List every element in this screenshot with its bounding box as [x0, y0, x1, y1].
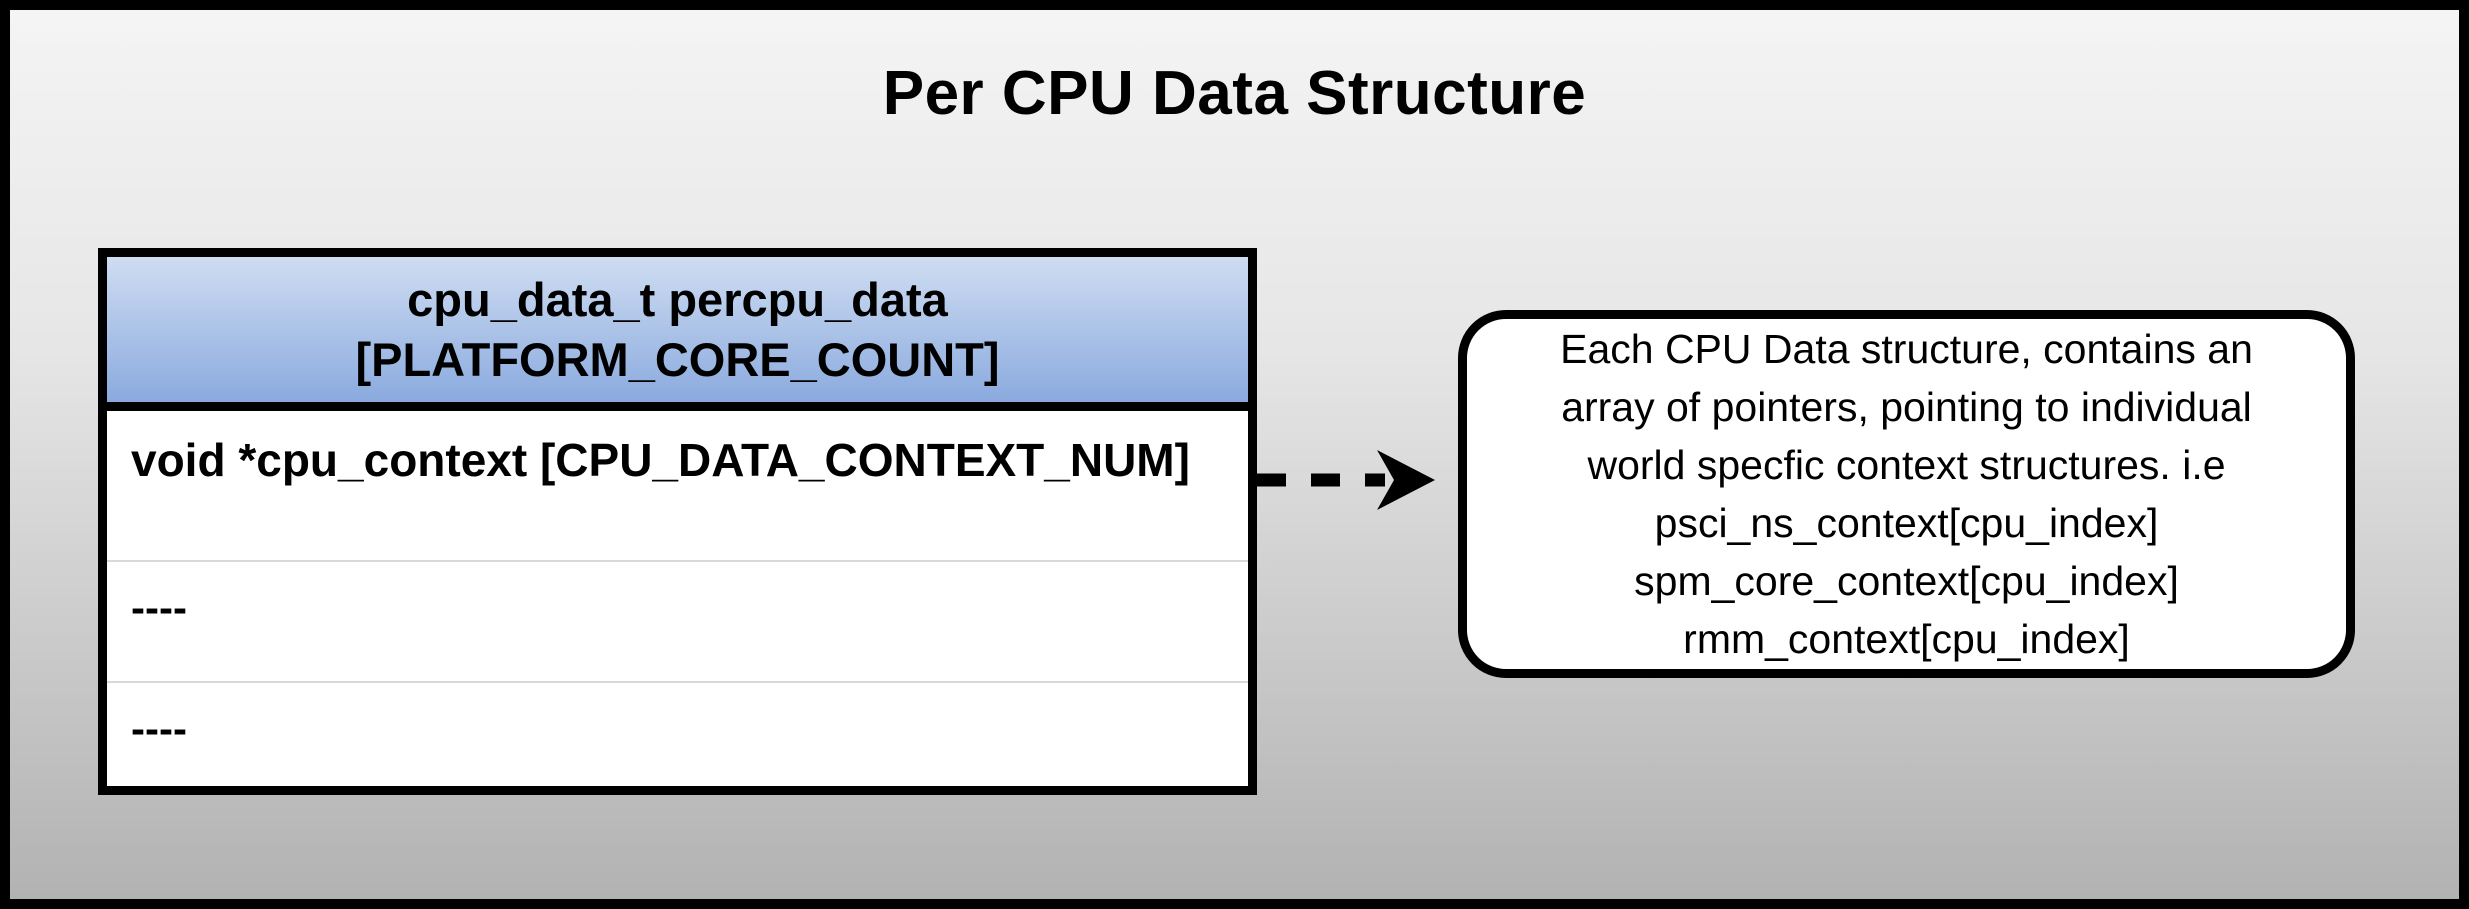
table-row: ----	[107, 683, 1248, 786]
annotation-callout: Each CPU Data structure, contains an arr…	[1458, 310, 2355, 678]
table-row: void *cpu_context [CPU_DATA_CONTEXT_NUM]	[107, 411, 1248, 562]
struct-header-line2: [PLATFORM_CORE_COUNT]	[355, 332, 1000, 386]
callout-line: world specfic context structures. i.e	[1587, 442, 2226, 488]
callout-line: array of pointers, pointing to individua…	[1561, 384, 2252, 430]
callout-line: Each CPU Data structure, contains an	[1560, 326, 2253, 372]
callout-line: rmm_context[cpu_index]	[1683, 616, 2130, 662]
struct-header-line1: cpu_data_t percpu_data	[407, 272, 948, 326]
struct-table-header: cpu_data_t percpu_data [PLATFORM_CORE_CO…	[107, 257, 1248, 411]
page-title: Per CPU Data Structure	[882, 59, 1587, 128]
dashed-arrow-icon	[1257, 450, 1435, 510]
callout-line: psci_ns_context[cpu_index]	[1654, 500, 2159, 546]
cpu-data-struct-table: cpu_data_t percpu_data [PLATFORM_CORE_CO…	[98, 248, 1257, 795]
table-row: ----	[107, 562, 1248, 683]
callout-line: spm_core_context[cpu_index]	[1634, 558, 2179, 604]
